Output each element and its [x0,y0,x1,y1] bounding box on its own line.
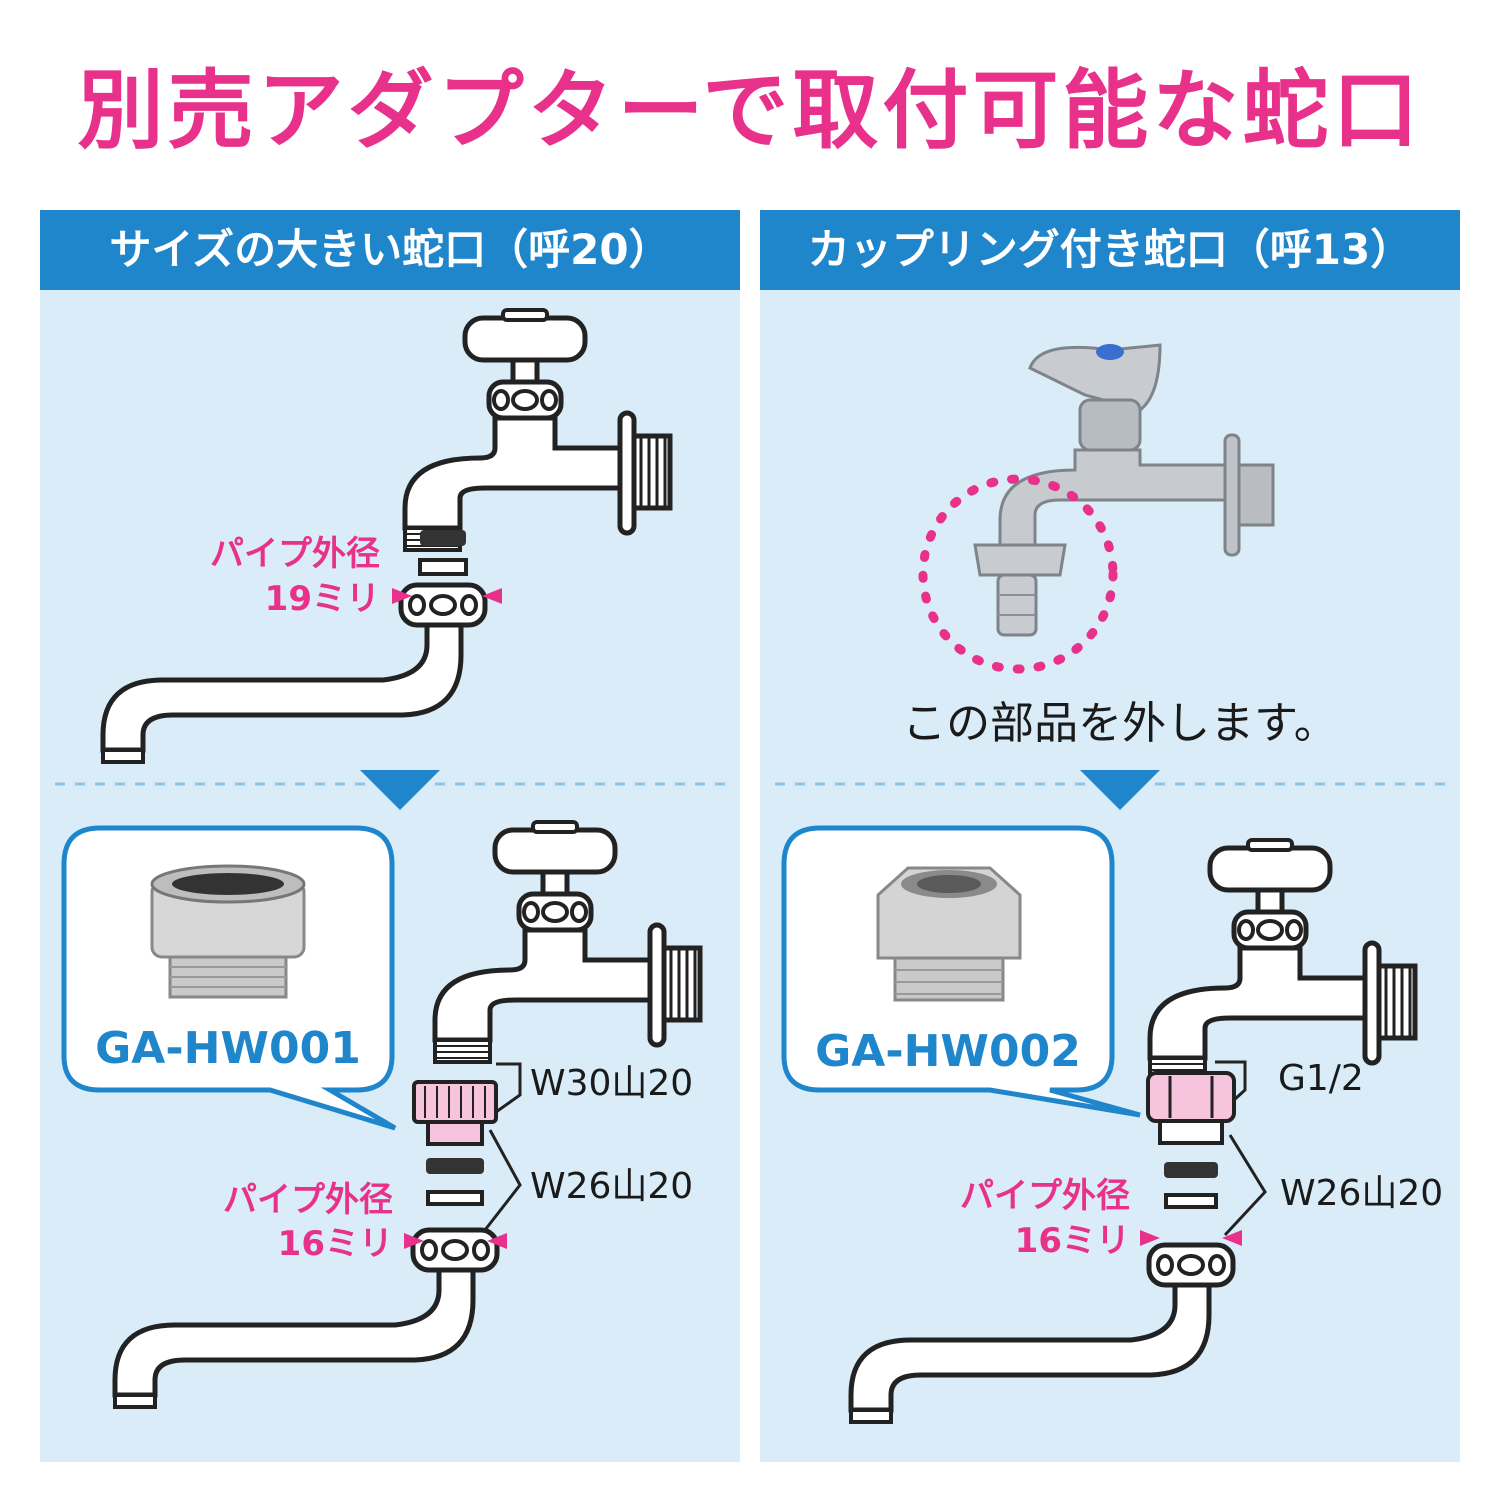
right-bottom-label-line2: 16ミリ [1015,1221,1130,1261]
highlight-circle [918,474,1118,674]
faucet-photo-coupling [973,343,1275,637]
left-spec-2: W26山20 [530,1166,693,1207]
arrow-right-icon [1140,1230,1160,1246]
left-spec-1: W30山20 [530,1063,693,1104]
page-title: 別売アダプターで取付可能な蛇口 [77,61,1423,161]
faucet-before-left [103,310,670,762]
left-bottom-label-line1: パイプ外径 [223,1180,393,1220]
arrow-right-icon [392,588,412,604]
left-top-label-line1: パイプ外径 [210,534,380,574]
down-arrow-icon [1080,770,1160,810]
product-name-right: GA-HW002 [815,1026,1081,1077]
right-spec-1: G1/2 [1278,1058,1364,1099]
gasket-part [420,530,466,546]
arrow-left-icon [487,1233,507,1249]
panel-header-large-faucet: サイズの大きい蛇口（呼20） [40,210,740,290]
product-name-left: GA-HW001 [95,1023,361,1074]
right-caption: この部品を外します。 [902,698,1338,749]
left-bottom-label-line2: 16ミリ [278,1224,393,1264]
right-spec-2: W26山20 [1280,1173,1443,1214]
left-top-label-line2: 19ミリ [265,579,380,619]
faucet-after-left [115,822,700,1407]
adapter-photo-ga-hw001 [150,864,306,999]
arrow-left-icon [1222,1230,1242,1246]
faucet-after-right [851,840,1415,1422]
arrow-right-icon [404,1233,424,1249]
panel-header-coupling-faucet: カップリング付き蛇口（呼13） [760,210,1460,290]
down-arrow-icon [360,770,440,810]
arrow-left-icon [482,588,502,604]
right-bottom-label-line1: パイプ外径 [960,1176,1130,1216]
adapter-photo-ga-hw002 [876,866,1022,1002]
